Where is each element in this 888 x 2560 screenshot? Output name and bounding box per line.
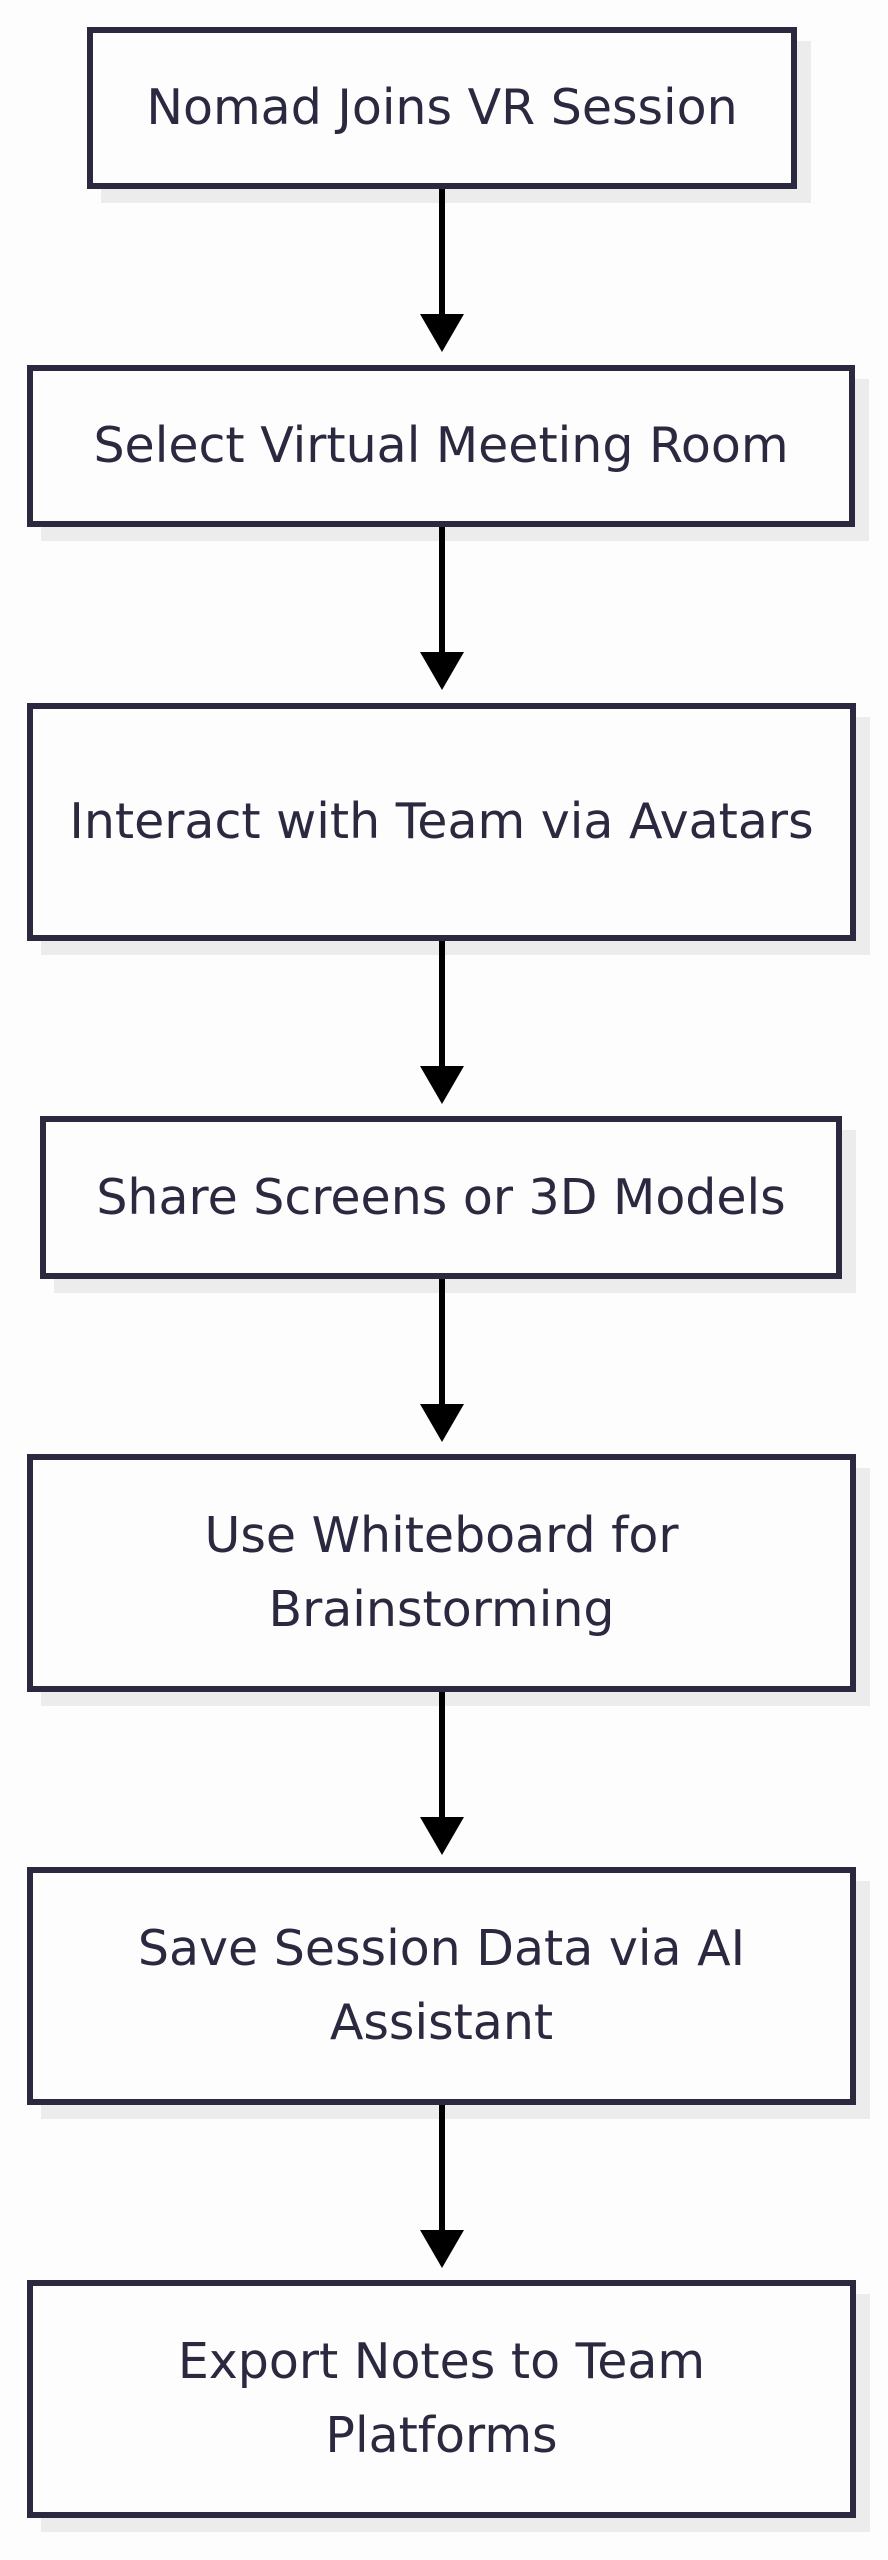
arrow-head: [420, 652, 464, 690]
step-label: Export Notes to Team Platforms: [177, 2333, 706, 2464]
arrow-shaft: [439, 527, 445, 655]
arrow-head: [420, 1817, 464, 1855]
arrow-2: [420, 527, 464, 690]
arrow-head: [420, 1404, 464, 1442]
step-whiteboard: Use Whiteboard for Brainstorming: [27, 1454, 856, 1692]
arrow-shaft: [439, 189, 445, 317]
step-save-session-data: Save Session Data via AI Assistant: [27, 1867, 856, 2105]
arrow-5: [420, 1692, 464, 1855]
step-label: Select Virtual Meeting Room: [93, 417, 789, 474]
step-label: Interact with Team via Avatars: [69, 793, 814, 850]
step-export-notes: Export Notes to Team Platforms: [27, 2280, 856, 2518]
step-share-screens: Share Screens or 3D Models: [40, 1116, 842, 1279]
arrow-1: [420, 189, 464, 352]
arrow-head: [420, 1066, 464, 1104]
arrow-shaft: [439, 2105, 445, 2233]
arrow-shaft: [439, 1279, 445, 1407]
arrow-head: [420, 314, 464, 352]
step-interact-avatars: Interact with Team via Avatars: [27, 703, 856, 941]
step-select-meeting-room: Select Virtual Meeting Room: [27, 365, 855, 527]
arrow-head: [420, 2230, 464, 2268]
step-label: Save Session Data via AI Assistant: [137, 1920, 746, 2051]
arrow-4: [420, 1279, 464, 1442]
arrow-6: [420, 2105, 464, 2268]
step-label: Share Screens or 3D Models: [96, 1168, 786, 1226]
step-join-vr-session: Nomad Joins VR Session: [87, 27, 797, 189]
arrow-shaft: [439, 1692, 445, 1820]
step-label: Nomad Joins VR Session: [146, 79, 738, 136]
arrow-shaft: [439, 941, 445, 1069]
arrow-3: [420, 941, 464, 1104]
step-label: Use Whiteboard for Brainstorming: [204, 1507, 679, 1638]
